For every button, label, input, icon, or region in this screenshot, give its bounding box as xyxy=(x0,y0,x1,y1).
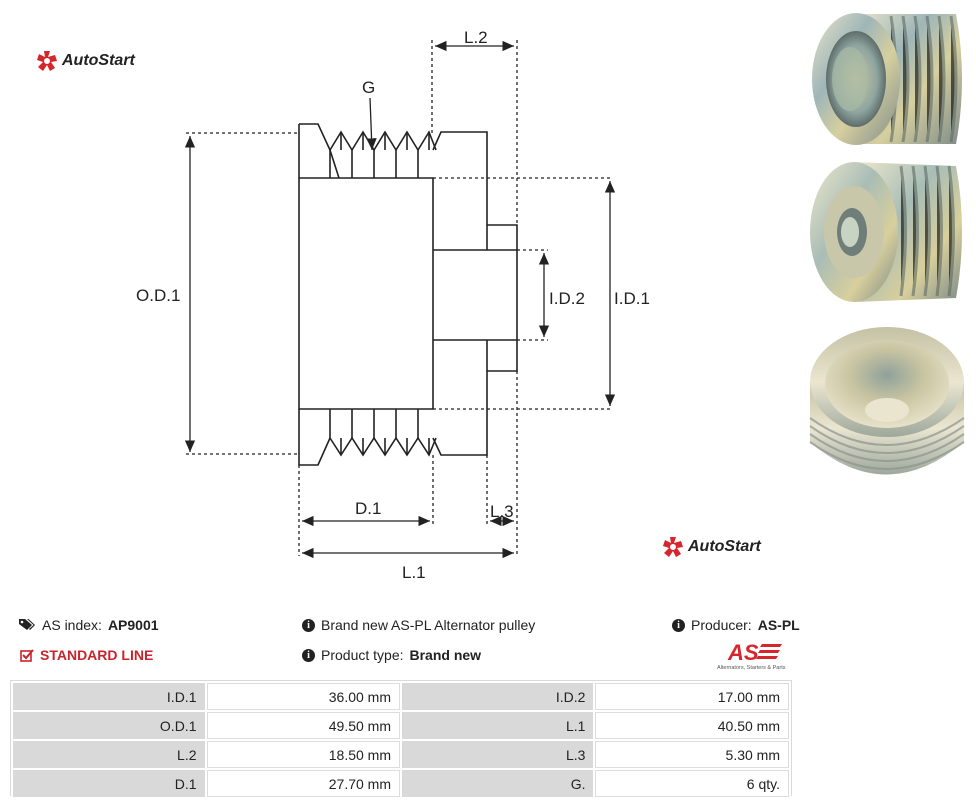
autostart-mark-icon xyxy=(663,537,683,557)
spec-key: D.1 xyxy=(13,770,205,797)
product-line-badge: STANDARD LINE xyxy=(20,647,153,663)
product-line-label: STANDARD LINE xyxy=(40,647,154,663)
spec-value: 5.30 mm xyxy=(595,741,789,768)
info-icon: i xyxy=(302,648,315,662)
label-g: G xyxy=(362,78,375,97)
table-row: O.D.1 49.50 mm L.1 40.50 mm xyxy=(13,712,789,739)
label-od1: O.D.1 xyxy=(136,286,180,305)
autostart-logo-bottom: AutoStart xyxy=(662,536,761,558)
tags-icon xyxy=(19,619,35,630)
label-id1: I.D.1 xyxy=(614,289,650,308)
as-index-value: AP9001 xyxy=(107,617,159,633)
product-description: i Brand new AS-PL Alternator pulley xyxy=(302,617,535,633)
spec-value: 36.00 mm xyxy=(206,683,400,710)
spec-value: 6 qty. xyxy=(595,770,789,797)
as-logo-tagline: Alternators, Starters & Parts xyxy=(717,665,786,671)
spec-key: G. xyxy=(402,770,594,797)
label-l2: L.2 xyxy=(464,28,488,47)
product-type: i Product type: Brand new xyxy=(302,647,481,663)
as-logo-text: AS xyxy=(727,640,759,665)
autostart-mark-icon xyxy=(37,51,57,71)
spec-value: 27.70 mm xyxy=(206,770,400,797)
spec-value: 49.50 mm xyxy=(206,712,400,739)
label-id2: I.D.2 xyxy=(549,289,585,308)
producer-label: Producer: xyxy=(691,617,752,633)
producer-value: AS-PL xyxy=(757,617,800,633)
as-index-label: AS index: xyxy=(42,617,102,633)
product-type-label: Product type: xyxy=(321,647,404,663)
info-icon: i xyxy=(302,618,315,632)
autostart-logo-text: AutoStart xyxy=(688,538,761,555)
spec-value: 17.00 mm xyxy=(595,683,789,710)
checkbox-icon xyxy=(20,648,34,662)
spec-value: 40.50 mm xyxy=(595,712,789,739)
spec-key: I.D.1 xyxy=(13,683,205,710)
spec-key: I.D.2 xyxy=(402,683,594,710)
spec-key: L.3 xyxy=(402,741,594,768)
product-type-value: Brand new xyxy=(409,647,482,663)
producer: i Producer: AS-PL xyxy=(672,617,800,633)
pulley-photo-front xyxy=(810,162,962,302)
table-row: I.D.1 36.00 mm I.D.2 17.00 mm xyxy=(13,683,789,710)
spec-table: I.D.1 36.00 mm I.D.2 17.00 mm O.D.1 49.5… xyxy=(11,681,791,799)
autostart-logo-top: AutoStart xyxy=(36,50,135,72)
as-index: AS index: AP9001 xyxy=(18,617,159,633)
pulley-photo-rear xyxy=(809,327,965,475)
as-pl-logo: AS Alternators, Starters & Parts xyxy=(717,640,786,671)
spec-value: 18.50 mm xyxy=(206,741,400,768)
spec-key: O.D.1 xyxy=(13,712,205,739)
label-l3: L.3 xyxy=(490,502,514,521)
label-d1: D.1 xyxy=(355,499,381,518)
description-text: Brand new AS-PL Alternator pulley xyxy=(321,617,536,633)
spec-key: L.2 xyxy=(13,741,205,768)
autostart-logo-text: AutoStart xyxy=(62,52,135,69)
table-row: D.1 27.70 mm G. 6 qty. xyxy=(13,770,789,797)
pulley-photo-side xyxy=(812,13,962,145)
label-l1: L.1 xyxy=(402,563,426,582)
table-row: L.2 18.50 mm L.3 5.30 mm xyxy=(13,741,789,768)
spec-key: L.1 xyxy=(402,712,594,739)
info-icon: i xyxy=(672,618,685,632)
pulley-technical-drawing: G L.2 O.D.1 I.D.2 I.D.1 D.1 L.3 L.1 xyxy=(136,28,650,582)
